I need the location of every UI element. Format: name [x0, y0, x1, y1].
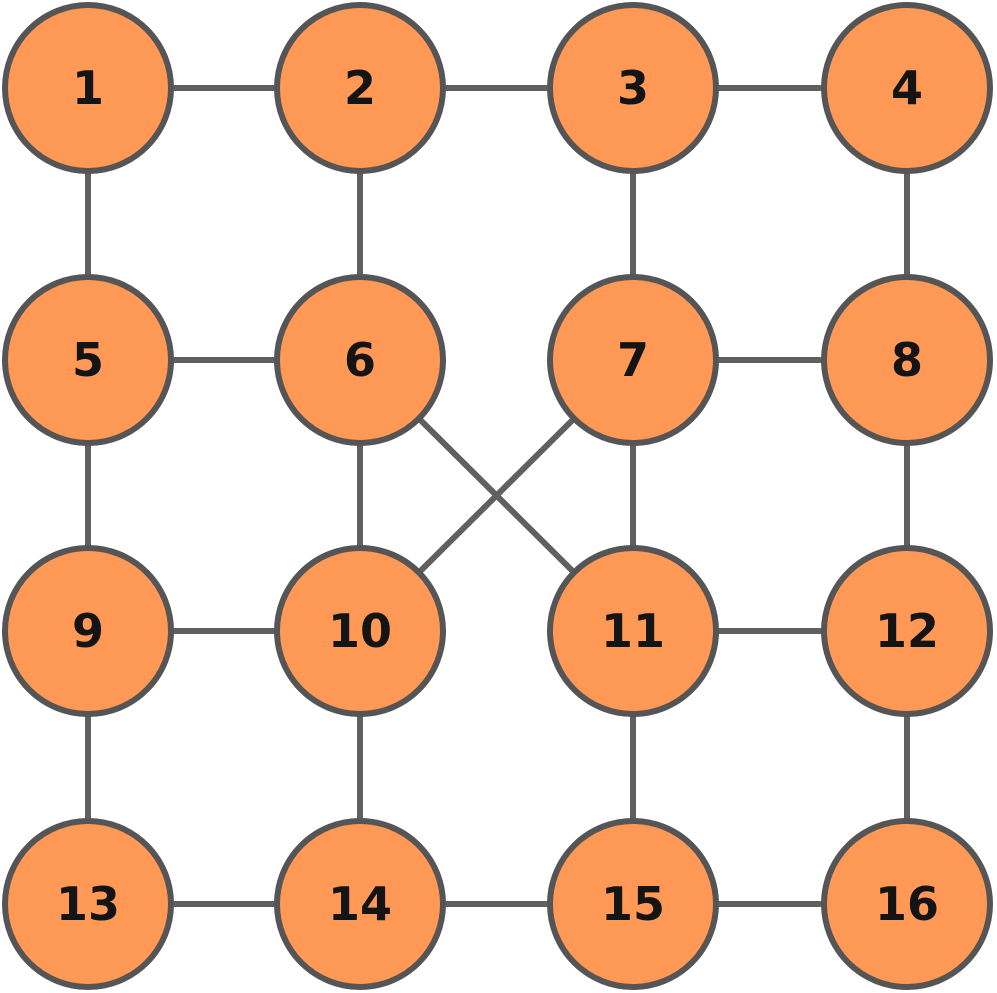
node-circle: [274, 818, 446, 990]
node-5: 5: [2, 274, 174, 446]
node-16: 16: [821, 818, 993, 990]
node-circle: [547, 818, 719, 990]
node-circle: [547, 545, 719, 717]
node-label: 3: [617, 61, 649, 115]
node-label: 7: [617, 333, 649, 387]
node-label: 5: [72, 333, 104, 387]
node-label: 10: [328, 604, 392, 658]
node-14: 14: [274, 818, 446, 990]
node-circle: [547, 274, 719, 446]
node-circle: [821, 274, 993, 446]
node-circle: [274, 2, 446, 174]
node-label: 15: [601, 877, 665, 931]
node-circle: [2, 545, 174, 717]
node-circle: [821, 545, 993, 717]
node-label: 2: [344, 61, 376, 115]
node-label: 11: [601, 604, 665, 658]
node-circle: [821, 818, 993, 990]
node-circle: [547, 2, 719, 174]
node-3: 3: [547, 2, 719, 174]
node-circle: [2, 2, 174, 174]
node-12: 12: [821, 545, 993, 717]
node-label: 16: [875, 877, 939, 931]
node-circle: [2, 818, 174, 990]
node-circle: [821, 2, 993, 174]
node-13: 13: [2, 818, 174, 990]
node-label: 4: [891, 61, 923, 115]
node-label: 1: [72, 61, 104, 115]
node-label: 9: [72, 604, 104, 658]
node-label: 14: [328, 877, 392, 931]
node-label: 12: [875, 604, 939, 658]
node-6: 6: [274, 274, 446, 446]
edges-layer: [85, 85, 910, 907]
node-circle: [274, 274, 446, 446]
node-4: 4: [821, 2, 993, 174]
node-15: 15: [547, 818, 719, 990]
node-circle: [2, 274, 174, 446]
node-label: 8: [891, 333, 923, 387]
node-label: 6: [344, 333, 376, 387]
node-7: 7: [547, 274, 719, 446]
edge-7-10: [416, 416, 577, 575]
node-9: 9: [2, 545, 174, 717]
node-8: 8: [821, 274, 993, 446]
node-circle: [274, 545, 446, 717]
node-10: 10: [274, 545, 446, 717]
node-1: 1: [2, 2, 174, 174]
node-11: 11: [547, 545, 719, 717]
node-label: 13: [56, 877, 120, 931]
node-2: 2: [274, 2, 446, 174]
